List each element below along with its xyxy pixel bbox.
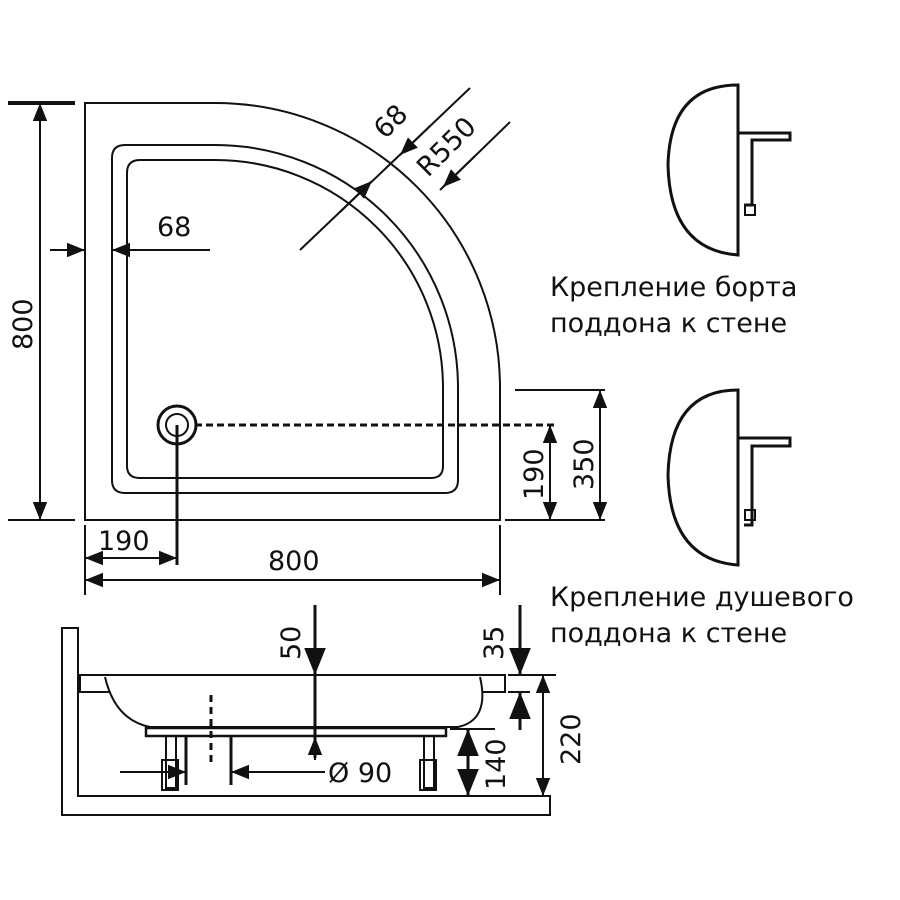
tray-basin (126, 159, 444, 479)
caption-line: поддона к стене (550, 618, 788, 649)
dim-depth: 800 (8, 298, 39, 350)
caption-line: Крепление борта (550, 272, 798, 303)
dim-total-height: 220 (556, 713, 587, 765)
dim-leg-height: 140 (481, 738, 512, 790)
wall-mount-detail-2 (666, 388, 792, 567)
tray-side (79, 674, 506, 693)
dim-flat-side: 350 (569, 438, 600, 490)
caption-line: Крепление душевого (550, 582, 854, 613)
dim-rim-thickness: 35 (479, 626, 510, 660)
dim-width: 800 (268, 546, 320, 577)
dim-rim-left: 68 (157, 212, 191, 243)
tray-inner-edge (111, 144, 459, 494)
tray-outline (84, 102, 501, 521)
dim-drain-y: 190 (519, 448, 550, 500)
dim-rim-depth: 50 (276, 626, 307, 660)
detail-caption-1: Крепление борта поддона к стене (550, 270, 797, 342)
caption-line: поддона к стене (550, 308, 788, 339)
dim-radius: R550 (411, 111, 483, 183)
dim-drain-diameter: Ø 90 (328, 758, 392, 789)
dim-rim-arc: 68 (368, 99, 414, 145)
wall (61, 627, 551, 816)
detail-caption-2: Крепление душевого поддона к стене (550, 580, 854, 652)
wall-mount-detail-1 (666, 83, 792, 257)
dim-drain-x: 190 (98, 526, 150, 557)
